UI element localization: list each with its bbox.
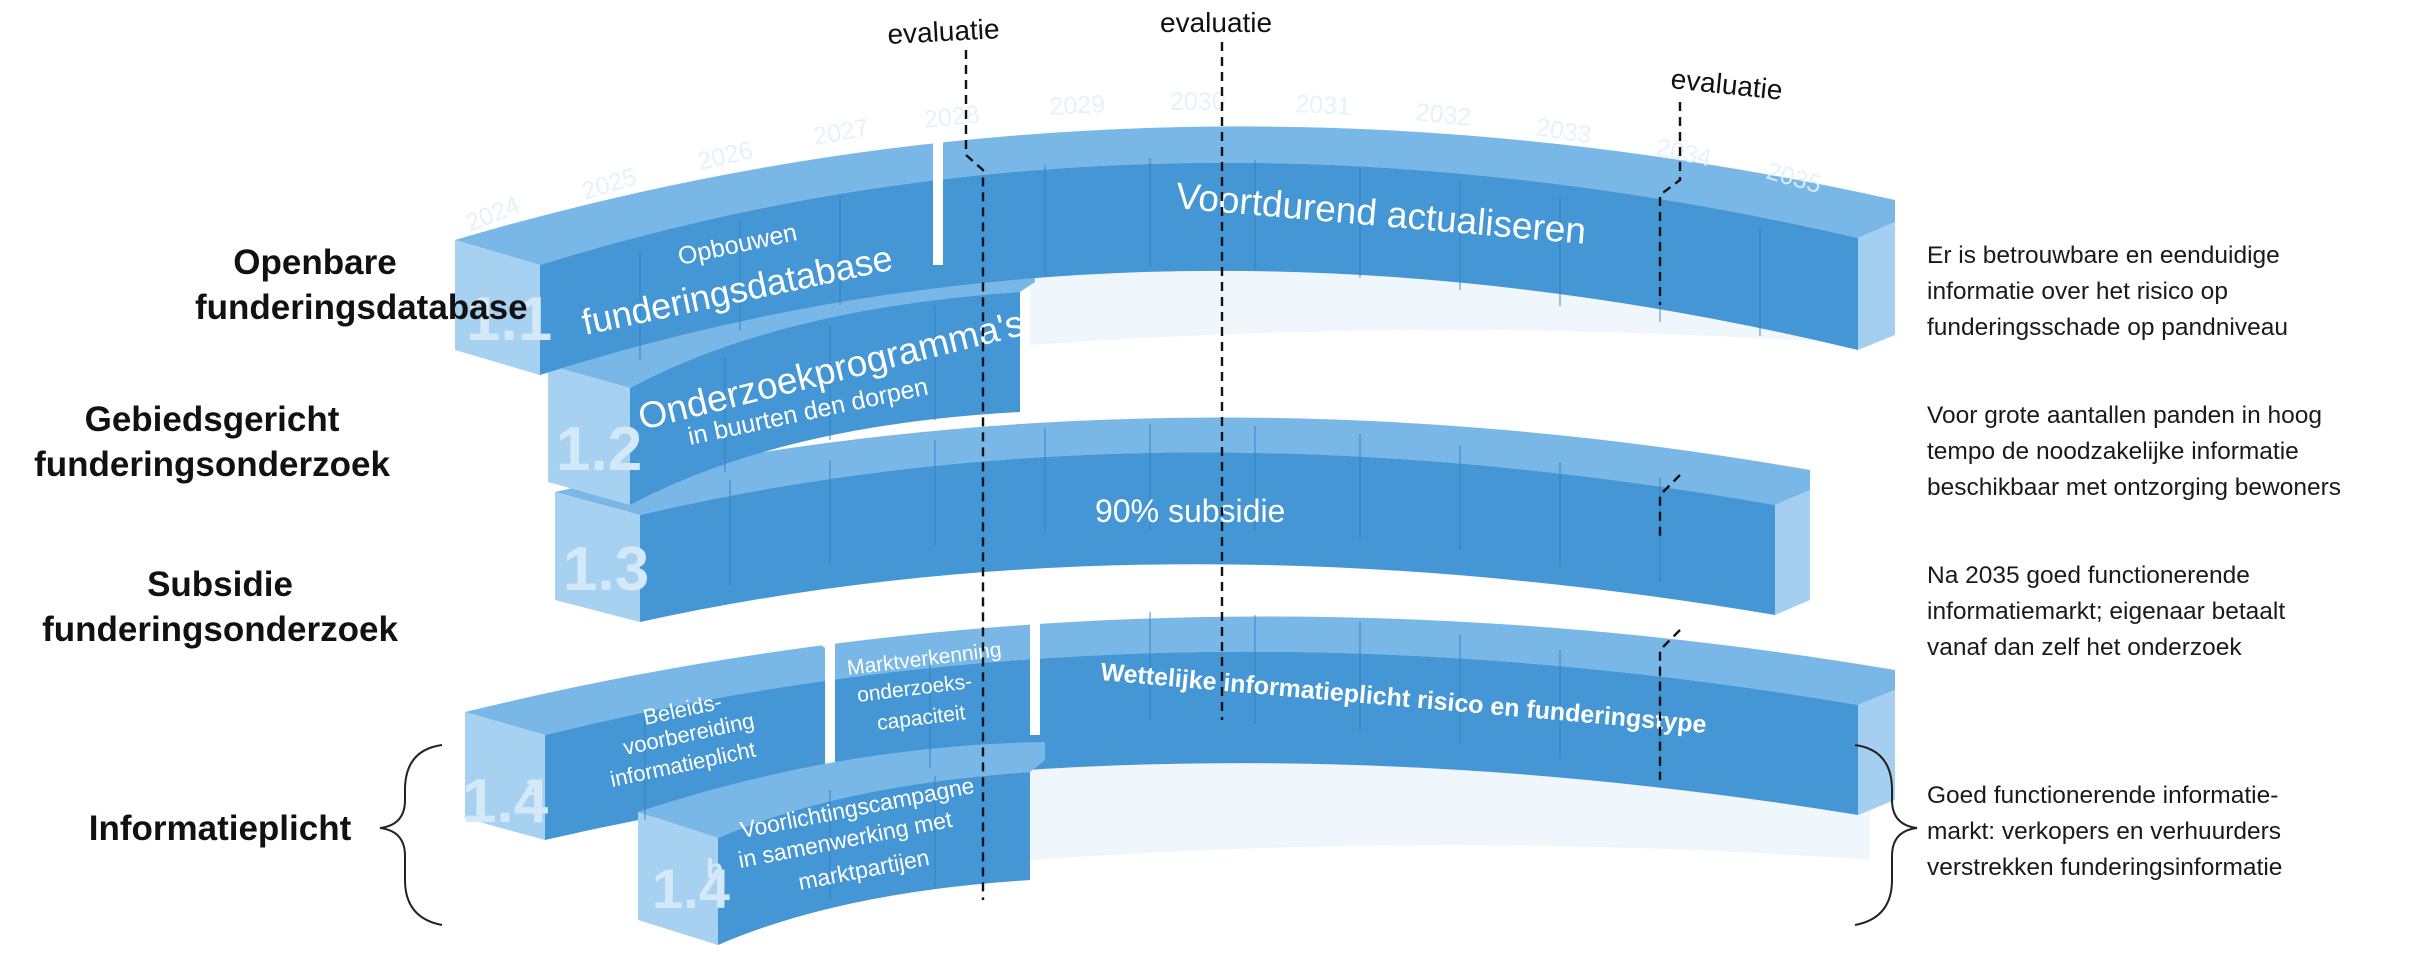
code-1-2: 1.2 bbox=[556, 415, 642, 484]
bar-1-2 bbox=[548, 262, 1035, 505]
outcome-line: Er is betrouwbare en eenduidige bbox=[1927, 242, 2280, 269]
left-brace bbox=[379, 744, 443, 926]
code-1-4a: 1.4 bbox=[462, 767, 549, 836]
code-1-4b-suffix: b bbox=[706, 853, 723, 884]
evaluation-label: evaluatie bbox=[1160, 7, 1272, 38]
bar-1-4b-side bbox=[638, 812, 718, 945]
code-1-4b: 1.4 bbox=[652, 857, 730, 920]
band-1-3-subsidie: 90% subsidie bbox=[1095, 493, 1285, 529]
outcome-line: beschikbaar met ontzorging bewoners bbox=[1927, 474, 2342, 501]
row-title-1-4: Informatieplicht bbox=[60, 806, 380, 851]
bar-1-1-side bbox=[455, 240, 540, 375]
row-title-1-1: Openbare funderingsdatabase bbox=[195, 240, 528, 330]
row-title-line: Gebiedsgericht bbox=[84, 400, 340, 439]
code-1-4a-suffix: a bbox=[525, 769, 542, 802]
row-title-line: funderingsonderzoek bbox=[42, 610, 398, 649]
row-title-1-3: Subsidie funderingsonderzoek bbox=[30, 562, 410, 652]
bar-1-3 bbox=[555, 417, 1810, 622]
bar-1-4b-top bbox=[638, 742, 1045, 838]
evaluation-line bbox=[964, 50, 985, 900]
outcome-line: informatiemarkt; eigenaar betaalt bbox=[1927, 598, 2286, 625]
outcome-1-4: Goed functionerende informatie- markt: v… bbox=[1927, 778, 2282, 886]
code-1-1: 1.1 bbox=[466, 285, 552, 354]
outcome-1-3: Na 2035 goed functionerende informatiema… bbox=[1927, 558, 2285, 666]
bar-1-1 bbox=[455, 121, 1895, 375]
bar-1-4b bbox=[638, 742, 1045, 945]
bar-1-4b-front bbox=[718, 772, 1030, 945]
outcome-line: Voor grote aantallen panden in hoog bbox=[1927, 402, 2323, 429]
outcome-line: Goed functionerende informatie- bbox=[1927, 782, 2279, 809]
row-title-line: Subsidie bbox=[147, 565, 293, 604]
outcome-line: funderingsschade op pandniveau bbox=[1927, 314, 2288, 341]
bar-1-4a-front bbox=[545, 651, 1858, 840]
outcome-line: informatie over het risico op bbox=[1927, 278, 2228, 305]
outcome-line: vanaf dan zelf het onderzoek bbox=[1927, 634, 2242, 661]
right-brace bbox=[1854, 744, 1918, 926]
year-label: 2029 bbox=[1049, 90, 1106, 121]
separator-3 bbox=[916, 121, 943, 265]
row-title-1-2: Gebiedsgericht funderingsonderzoek bbox=[12, 397, 412, 487]
year-label: 2028 bbox=[923, 100, 981, 134]
evaluation-label: evaluatie bbox=[887, 13, 1001, 50]
outcome-line: verstrekken funderingsinformatie bbox=[1927, 854, 2283, 881]
bar-1-1-top bbox=[455, 126, 1895, 266]
outcome-line: tempo de noodzakelijke informatie bbox=[1927, 438, 2299, 465]
outcome-line: Na 2035 goed functionerende bbox=[1927, 562, 2250, 589]
bar-1-3-end bbox=[1775, 490, 1810, 615]
bar-1-2-front bbox=[630, 292, 1020, 505]
row-title-line: funderingsonderzoek bbox=[34, 445, 390, 484]
year-labels: 2024 2025 2026 2027 2028 2029 2030 2031 … bbox=[462, 88, 1825, 238]
bar-1-4a bbox=[465, 576, 1895, 840]
bar-1-2-side bbox=[548, 365, 630, 505]
separator-2 bbox=[1006, 576, 1040, 735]
row-title-line: Informatieplicht bbox=[88, 809, 352, 848]
year-label: 2026 bbox=[695, 136, 755, 176]
bar-1-1-end bbox=[1858, 222, 1895, 350]
year-label: 2027 bbox=[811, 114, 871, 151]
bar-1-2-top bbox=[548, 262, 1035, 388]
separator-1 bbox=[792, 617, 835, 770]
outcome-1-2: Voor grote aantallen panden in hoog temp… bbox=[1927, 398, 2341, 506]
evaluation-line bbox=[1658, 102, 1682, 780]
row-title-line: Openbare bbox=[233, 243, 397, 282]
bar-1-3-side bbox=[555, 492, 640, 622]
year-label: 2032 bbox=[1414, 98, 1472, 132]
bar-1-4a-side bbox=[465, 712, 545, 840]
outcome-line: markt: verkopers en verhuurders bbox=[1927, 818, 2282, 845]
year-label: 2030 bbox=[1170, 88, 1226, 116]
evaluation-label: evaluatie bbox=[1669, 63, 1784, 106]
row-title-line: funderingsdatabase bbox=[195, 288, 528, 327]
outcome-1-1: Er is betrouwbare en eenduidige informat… bbox=[1927, 238, 2288, 346]
row-codes: 1.1 1.2 1.3 1.4 a 1.4 b bbox=[462, 285, 730, 920]
year-label: 2031 bbox=[1295, 90, 1352, 121]
code-1-3: 1.3 bbox=[563, 535, 649, 604]
bar-1-3-top bbox=[555, 417, 1810, 515]
bar-1-4a-top bbox=[465, 616, 1895, 735]
bar-1-1-front bbox=[540, 162, 1858, 375]
bar-1-3-front bbox=[640, 452, 1775, 622]
